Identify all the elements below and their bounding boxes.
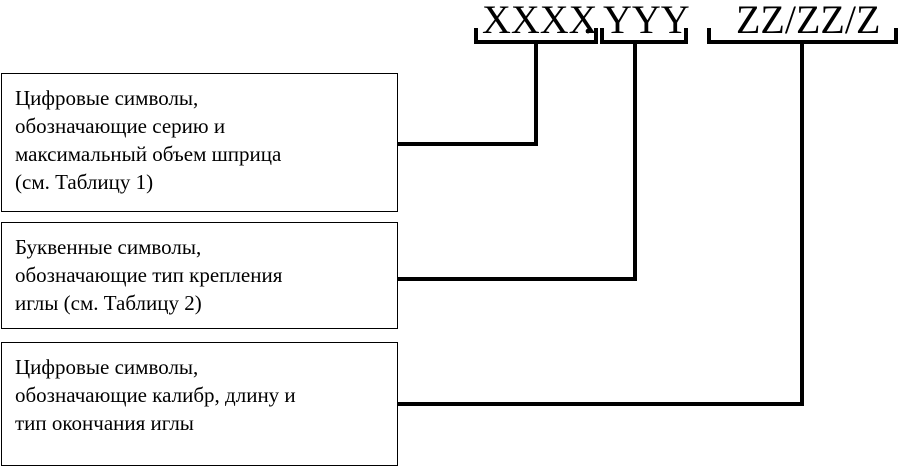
description-box-mount: Буквенные символы, обозначающие тип креп…: [1, 222, 398, 329]
description-line: иглы (см. Таблицу 2): [15, 291, 202, 315]
description-line: тип окончания иглы: [15, 411, 194, 435]
description-line: Цифровые символы,: [15, 86, 199, 110]
bracket-mount: [600, 28, 688, 44]
description-line: Цифровые символы,: [15, 355, 199, 379]
description-line: обозначающие тип крепления: [15, 263, 283, 287]
code-separator: .: [583, 0, 593, 42]
leader-line-mount: [398, 42, 637, 281]
description-line: (см. Таблицу 1): [15, 170, 154, 194]
description-line: обозначающие калибр, длину и: [15, 383, 296, 407]
code-series-symbols: XXXX: [482, 0, 598, 42]
code-mount-symbols: YYY: [603, 0, 690, 42]
description-box-series: Цифровые символы, обозначающие серию и м…: [1, 73, 398, 212]
description-line: Буквенные символы,: [15, 235, 202, 259]
code-needle-symbols: ZZ/ZZ/Z: [736, 0, 881, 42]
description-line: максимальный объем шприца: [15, 142, 282, 166]
description-box-needle: Цифровые символы, обозначающие калибр, д…: [1, 342, 398, 466]
leader-line-series: [398, 42, 538, 146]
description-line: обозначающие серию и: [15, 114, 226, 138]
leader-line-needle: [398, 42, 804, 406]
